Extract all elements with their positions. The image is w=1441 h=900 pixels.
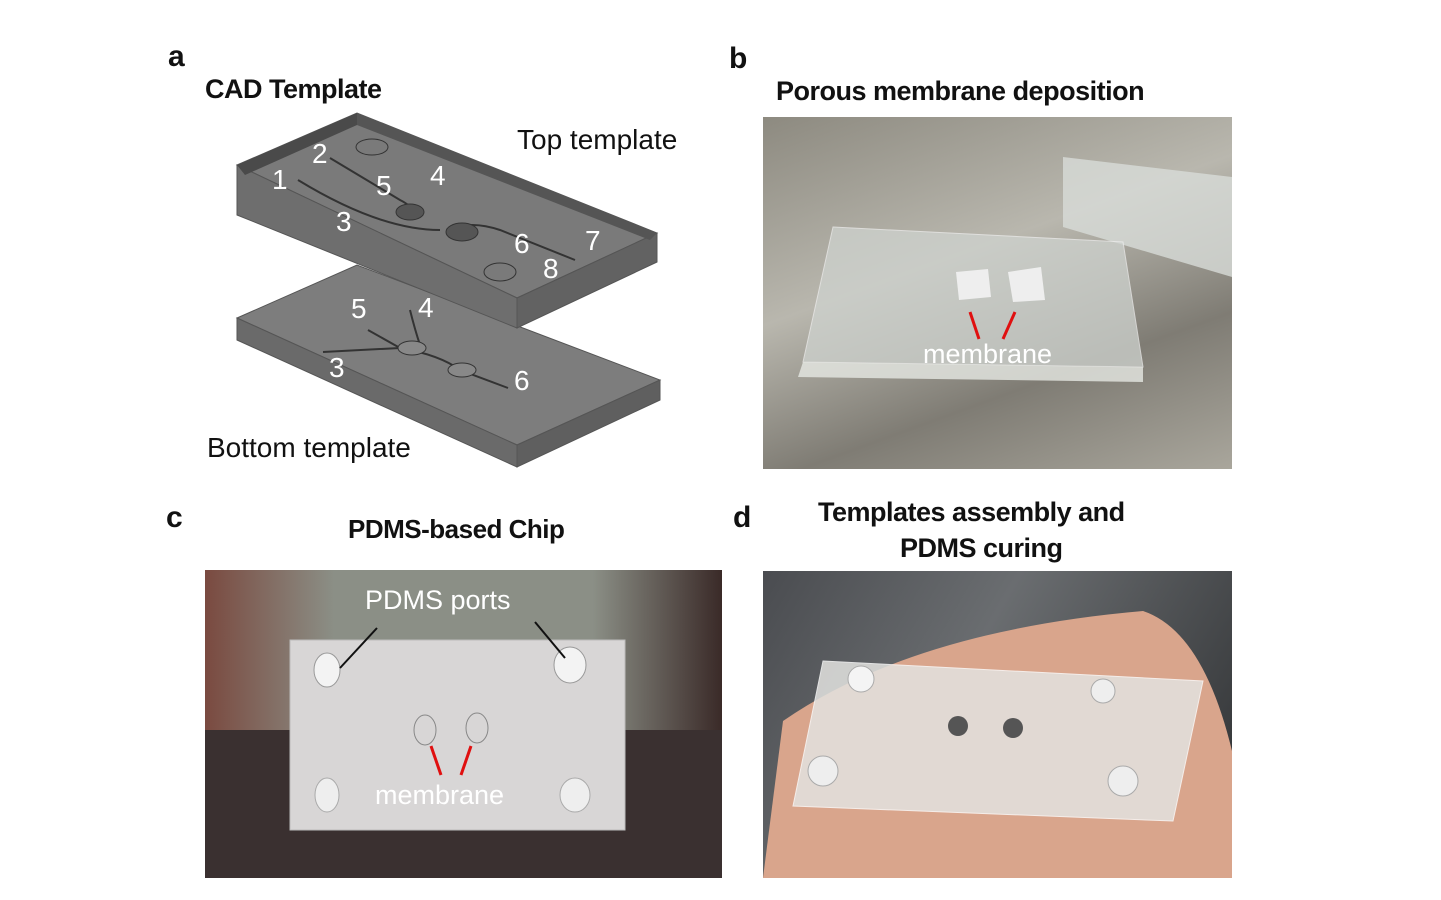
pdms-chip-photo: PDMS ports membrane [205, 570, 722, 878]
panel-b-title: Porous membrane deposition [776, 76, 1145, 106]
panel-c-title: PDMS-based Chip [348, 514, 565, 544]
port-number: 7 [585, 225, 601, 256]
port-number: 4 [418, 292, 434, 323]
panel-d-title-line2: PDMS curing [900, 533, 1063, 563]
membrane-annotation: membrane [375, 780, 505, 810]
templates-assembly-photo [763, 571, 1232, 878]
port-number: 3 [336, 206, 352, 237]
panel-d-label: d [733, 501, 752, 534]
port-number: 3 [329, 352, 345, 383]
port-number: 8 [543, 253, 559, 284]
port-number: 4 [430, 160, 446, 191]
bottom-template-label: Bottom template [207, 432, 411, 463]
membrane-deposition-photo: membrane [763, 117, 1232, 469]
panel-a-label: a [168, 40, 185, 73]
port-number: 2 [312, 138, 328, 169]
panel-c-label: c [166, 501, 183, 534]
top-template-label: Top template [517, 124, 678, 155]
port-number: 5 [376, 170, 392, 201]
port-number: 5 [351, 293, 367, 324]
panel-a-title: CAD Template [205, 74, 382, 104]
membrane-annotation: membrane [923, 339, 1053, 369]
panel-b-label: b [729, 42, 748, 75]
pdms-ports-annotation: PDMS ports [365, 585, 511, 615]
panel-d-title-line1: Templates assembly and [818, 497, 1125, 527]
port-number: 6 [514, 365, 530, 396]
port-number: 1 [272, 164, 288, 195]
port-number: 6 [514, 228, 530, 259]
